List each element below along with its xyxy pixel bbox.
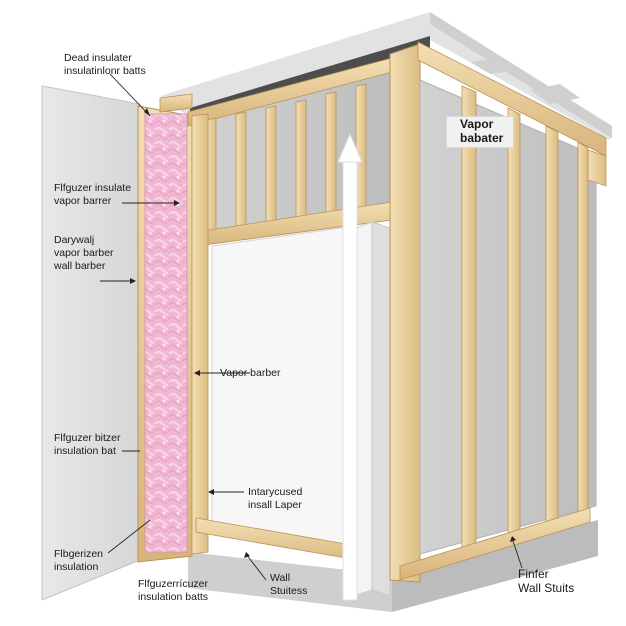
leader-arrowheads <box>130 108 516 558</box>
foundation-slab <box>188 520 598 612</box>
side-bottom-plate <box>399 507 591 581</box>
label-vapor-barber: Vapor barber <box>220 367 281 379</box>
corner-post <box>389 43 421 583</box>
leader-lines <box>100 73 523 581</box>
label-vapor-babater: Vapor babater <box>460 117 504 145</box>
vapor-callout-box <box>446 116 514 148</box>
drywall-panel <box>41 85 141 601</box>
label-drywall-vapor-barber: Darywalj vapor barber wall barber <box>54 234 114 272</box>
label-intarycused: Intarycused insall Laper <box>248 486 303 511</box>
label-fiber-vapor-barrier: Flfguzer insulate vapor barrer <box>54 182 132 207</box>
label-fiberizen: Flbgerizen insulation <box>54 548 104 573</box>
label-fiber-bitzer: Flfguzer bitzer insulation bat <box>54 432 121 457</box>
insulation-batt-column <box>137 105 193 563</box>
label-dead-insulater: Dead insulater insulatinlonr batts <box>64 52 146 77</box>
rafter-end <box>587 149 607 187</box>
side-wall-studs <box>461 85 589 549</box>
cripple-studs <box>205 83 367 235</box>
label-finfer-wall-studs: Finfer Wall Stuits <box>518 567 575 595</box>
up-arrow <box>337 132 363 601</box>
label-insulation-batts: Flfguzerrícuzer insulation batts <box>138 578 209 603</box>
king-stud-left <box>191 113 209 555</box>
label-wall-stuitess: Wall Stuitess <box>270 572 308 597</box>
